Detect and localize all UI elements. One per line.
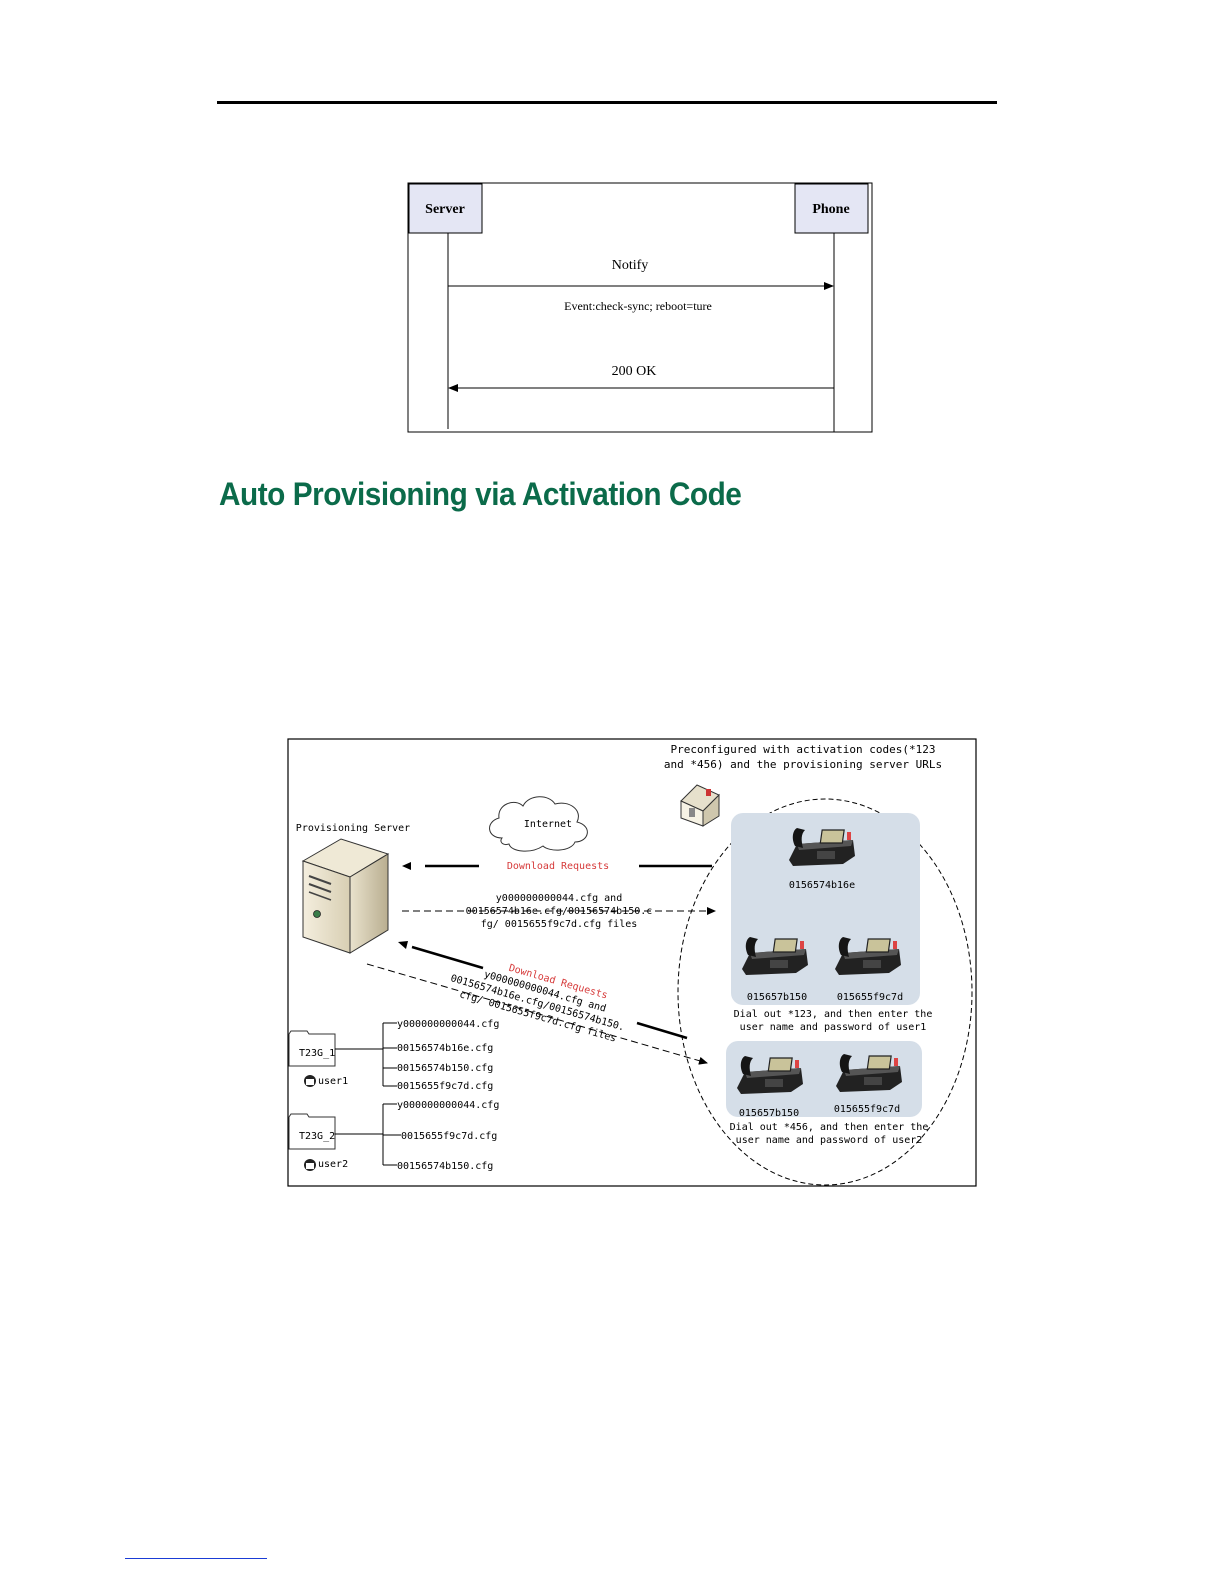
ok-message-label: 200 OK xyxy=(612,364,657,379)
folder2-tree-lines xyxy=(335,1103,401,1166)
phone-g2-right-label: 015655f9c7d xyxy=(834,1104,900,1115)
phone-top-label: 0156574b16e xyxy=(789,880,855,891)
request-line-diag-lower xyxy=(636,1021,688,1040)
cloud-icon xyxy=(489,796,588,852)
folder1-tree-lines xyxy=(335,1022,397,1087)
folder2-file-2: 0015655f9c7d.cfg xyxy=(401,1131,497,1142)
cloud-label: Internet xyxy=(524,819,572,830)
folder2-file-3: 00156574b150.cfg xyxy=(397,1161,493,1172)
notify-message-label: Notify xyxy=(612,258,649,273)
folder-icon-1 xyxy=(288,1030,336,1067)
server-icon xyxy=(301,838,390,954)
folder1-file-3: 00156574b150.cfg xyxy=(397,1063,493,1074)
request-arrowhead xyxy=(402,862,411,870)
group1-caption-line1: Dial out *123, and then enter the xyxy=(734,1009,933,1020)
section-heading: Auto Provisioning via Activation Code xyxy=(219,476,742,512)
files-download-arrow-bottom xyxy=(366,963,708,1065)
files-top-line1: y000000000044.cfg and xyxy=(496,893,622,904)
request-arrowhead-diag xyxy=(398,941,408,949)
download-requests-top: Download Requests xyxy=(507,861,609,872)
folder2-user: user2 xyxy=(318,1159,348,1170)
lock-icon-1 xyxy=(304,1075,316,1087)
phone-g2-left-label: 015657b150 xyxy=(739,1108,799,1119)
phone-g1-right-label: 015655f9c7d xyxy=(837,992,903,1003)
server-participant-label: Server xyxy=(425,202,465,217)
phones-boundary xyxy=(677,798,973,1186)
notify-message-detail: Event:check-sync; reboot=ture xyxy=(564,299,712,313)
folder1-name: T23G_1 xyxy=(299,1048,335,1059)
preconfig-note-line1: Preconfigured with activation codes(*123 xyxy=(671,743,936,756)
folder1-user: user1 xyxy=(318,1076,348,1087)
header-rule xyxy=(217,101,997,104)
provisioning-diagram: Preconfigured with activation codes(*123… xyxy=(287,738,977,1187)
group2-caption-line1: Dial out *456, and then enter the xyxy=(730,1122,929,1133)
group2-caption-line2: user name and password of user2 xyxy=(736,1135,923,1146)
request-line-diag-upper xyxy=(411,945,484,970)
preconfig-note-line2: and *456) and the provisioning server UR… xyxy=(664,758,942,771)
phone-participant-label: Phone xyxy=(812,202,849,217)
group1-caption-line2: user name and password of user1 xyxy=(740,1022,927,1033)
folder2-name: T23G_2 xyxy=(299,1131,335,1142)
house-icon xyxy=(680,784,720,827)
folder2-file-1: y000000000044.cfg xyxy=(397,1100,499,1111)
footnote-rule xyxy=(125,1558,267,1559)
folder1-file-4: 0015655f9c7d.cfg xyxy=(397,1081,493,1092)
files-top-line2: 00156574b16e.cfg/00156574b150.c xyxy=(466,906,653,917)
folder-icon-2 xyxy=(288,1113,336,1150)
folder1-file-2: 00156574b16e.cfg xyxy=(397,1043,493,1054)
files-top-line3: fg/ 0015655f9c7d.cfg files xyxy=(481,919,638,930)
phone-g1-left-label: 015657b150 xyxy=(747,992,807,1003)
sequence-diagram: Server Phone Notify Event:check-sync; re… xyxy=(407,182,873,433)
folder1-file-1: y000000000044.cfg xyxy=(397,1019,499,1030)
phone-participant-box xyxy=(794,183,869,234)
server-label: Provisioning Server xyxy=(296,823,410,834)
lock-icon-2 xyxy=(304,1159,316,1171)
server-participant-box xyxy=(408,183,483,234)
